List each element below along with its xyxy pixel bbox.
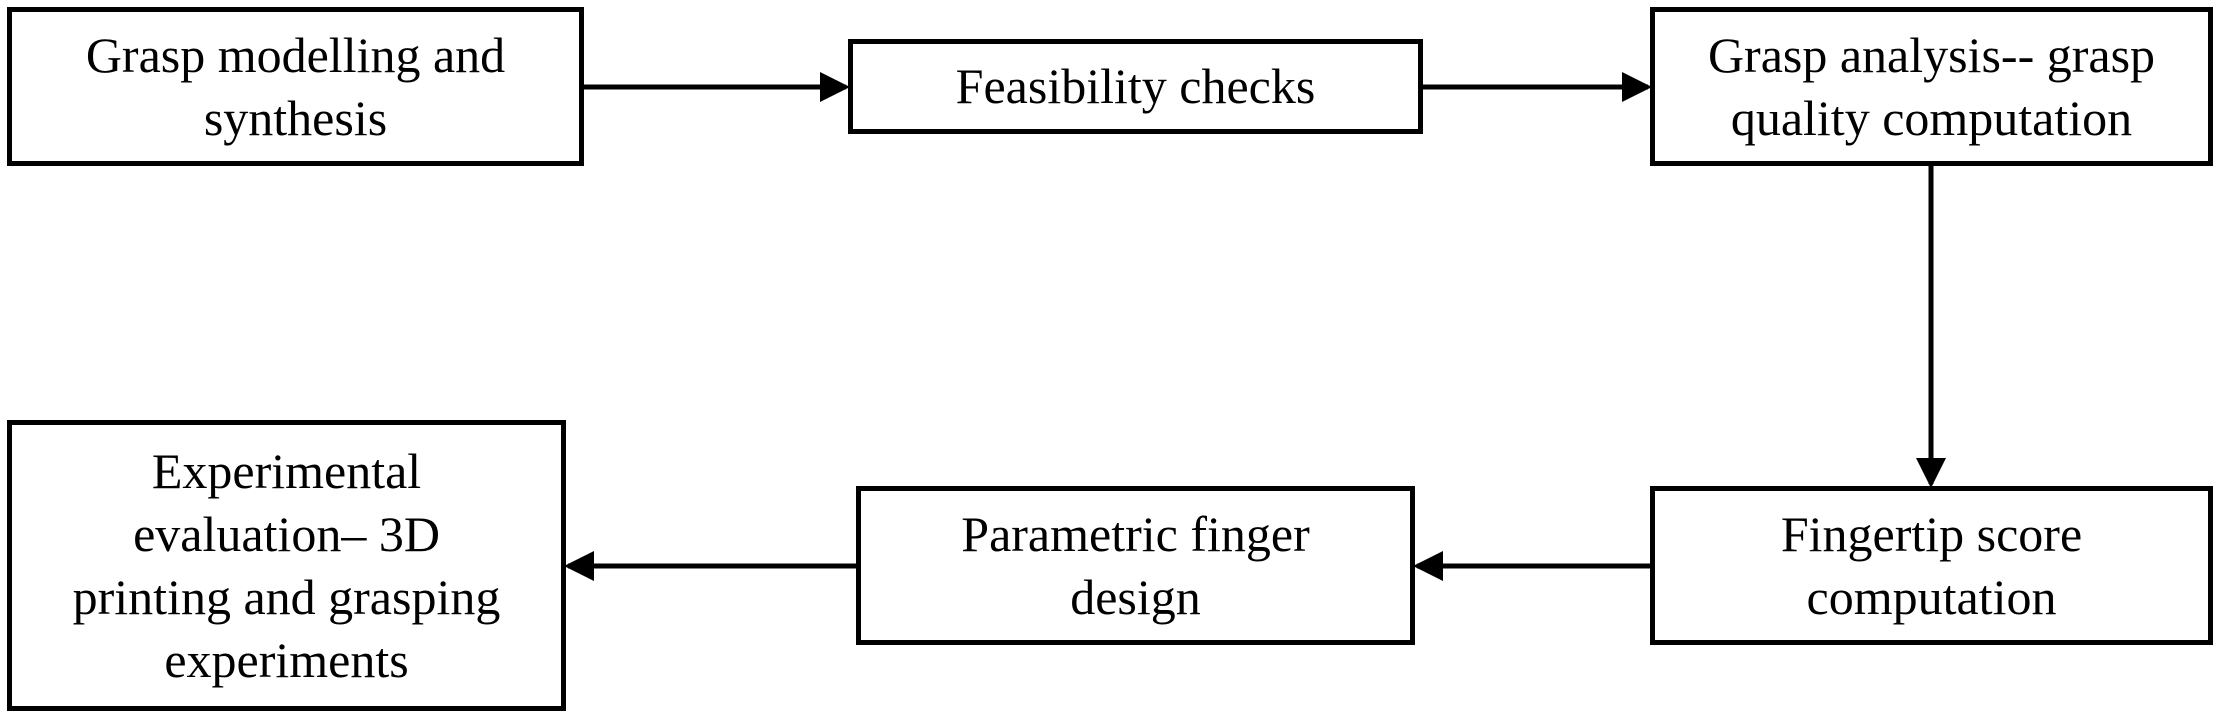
grasp-analysis-label: Grasp analysis-- grasp quality computati… [1707,26,2156,146]
grasp-modelling-box: Grasp modelling and synthesis [7,7,584,166]
grasp-analysis-box: Grasp analysis-- grasp quality computati… [1650,7,2213,166]
experimental-evaluation-box: Experimental evaluation– 3D printing and… [7,420,566,711]
grasp-modelling-label: Grasp modelling and synthesis [85,26,506,146]
feasibility-checks-box: Feasibility checks [848,39,1423,134]
feasibility-checks-label: Feasibility checks [955,58,1316,114]
parametric-finger-box: Parametric finger design [856,486,1415,645]
parametric-finger-label: Parametric finger design [961,505,1310,625]
fingertip-score-box: Fingertip score computation [1650,486,2213,645]
experimental-evaluation-label: Experimental evaluation– 3D printing and… [72,442,501,688]
fingertip-score-label: Fingertip score computation [1780,505,2083,625]
